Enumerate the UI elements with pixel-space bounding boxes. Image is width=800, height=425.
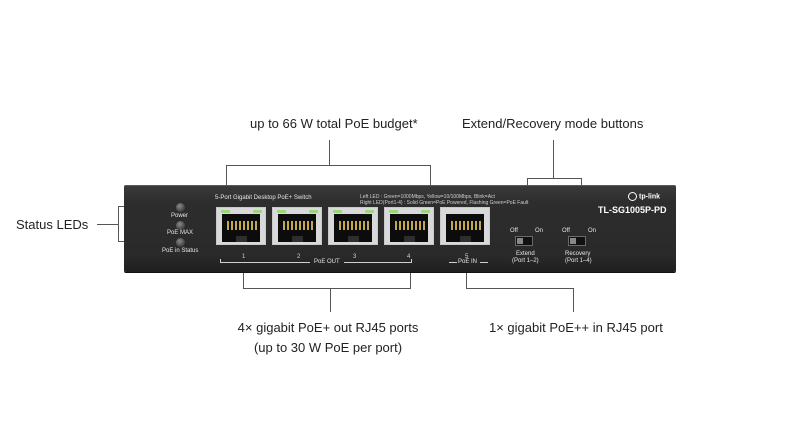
poe-out-port-4[interactable]: [384, 207, 434, 245]
recovery-off-label: Off: [562, 228, 570, 234]
status-leds-leader: [97, 224, 118, 225]
poe-out-bracket-right: [410, 270, 411, 288]
port-number: 1: [242, 254, 246, 260]
status-leds-callout: Status LEDs: [16, 217, 89, 232]
poe-out-callout: 4× gigabit PoE+ out RJ45 ports (up to 30…: [218, 320, 438, 355]
footnote-mark-icon: ◦: [643, 118, 646, 125]
poe-in-underline-right: [480, 262, 488, 263]
poe-budget-bracket-right: [430, 165, 431, 185]
rj45-socket-icon: [446, 214, 484, 242]
power-led-icon: [176, 203, 185, 212]
tp-link-logo: tp-link: [628, 192, 660, 201]
poe-budget-callout: up to 66 W total PoE budget*: [250, 116, 418, 131]
poe-out-port-1[interactable]: [216, 207, 266, 245]
poe-out-bracket-left: [243, 270, 244, 288]
poe-in-port-5[interactable]: [440, 207, 490, 245]
poe-max-led-icon: [176, 221, 185, 230]
mode-buttons-leader: [553, 140, 554, 178]
poe-out-tick-right: [411, 259, 412, 263]
poe-out-leader: [330, 288, 331, 312]
poe-out-port-3[interactable]: [328, 207, 378, 245]
extend-label: Extend: [516, 251, 535, 257]
recovery-mode-switch[interactable]: [568, 236, 586, 246]
poe-in-bracket-left: [466, 270, 467, 288]
led-legend-line1: Left LED : Green=1000Mbps, Yellow=10/100…: [360, 194, 495, 200]
poe-out-port-2[interactable]: [272, 207, 322, 245]
extend-on-label: On: [535, 228, 544, 234]
recovery-on-label: On: [588, 228, 597, 234]
port-number: 3: [353, 254, 357, 260]
poe-in-status-led-label: PoE in Status: [162, 248, 199, 254]
poe-out-callout-line1: 4× gigabit PoE+ out RJ45 ports: [237, 320, 419, 335]
port-number: 5: [465, 254, 469, 260]
poe-budget-leader: [329, 140, 330, 165]
tp-link-logo-icon: [628, 192, 637, 201]
power-led-label: Power: [171, 213, 189, 219]
poe-out-callout-line2: (up to 30 W PoE per port): [253, 340, 403, 355]
poe-out-bracket: [243, 288, 411, 289]
poe-in-leader: [573, 288, 574, 312]
poe-budget-bracket: [226, 165, 431, 166]
port-2-right-led-icon: [309, 210, 318, 213]
switch-body: 5-Port Gigabit Desktop PoE+ Switch Left …: [124, 185, 676, 272]
recovery-ports-label: (Port 1–4): [565, 258, 592, 264]
port-1-left-led-icon: [221, 210, 230, 213]
mode-buttons-callout-text: Extend/Recovery mode buttons: [462, 116, 644, 131]
port-1-right-led-icon: [253, 210, 262, 213]
poe-in-label: PoE IN: [458, 259, 478, 265]
recovery-label: Recovery: [565, 251, 591, 257]
port-number: 4: [407, 254, 411, 260]
poe-in-callout: 1× gigabit PoE++ in RJ45 port: [489, 320, 663, 335]
status-leds-bracket: [118, 206, 119, 242]
rj45-socket-icon: [278, 214, 316, 242]
extend-off-label: Off: [510, 228, 518, 234]
port-3-right-led-icon: [365, 210, 374, 213]
poe-in-bracket: [466, 288, 573, 289]
extend-ports-label: (Port 1–2): [512, 258, 539, 264]
poe-max-led-label: PoE MAX: [167, 230, 194, 236]
led-legend-line2: Right LED(Port1-4) : Solid Green=PoE Pow…: [360, 200, 529, 206]
rj45-socket-icon: [222, 214, 260, 242]
mode-buttons-callout: Extend/Recovery mode buttons◦: [462, 116, 645, 131]
poe-in-status-led-icon: [176, 238, 185, 247]
tp-link-logo-text: tp-link: [639, 193, 660, 201]
model-name: TL-SG1005P-PD: [598, 205, 667, 215]
recovery-switch-knob: [570, 238, 576, 244]
port-2-left-led-icon: [277, 210, 286, 213]
port-number: 2: [297, 254, 301, 260]
port-4-right-led-icon: [421, 210, 430, 213]
poe-out-underline-right: [344, 262, 412, 263]
poe-in-underline-left: [449, 262, 457, 263]
poe-out-label: PoE OUT: [314, 259, 340, 265]
poe-budget-bracket-left: [226, 165, 227, 185]
port-4-left-led-icon: [389, 210, 398, 213]
poe-out-underline-left: [220, 262, 310, 263]
poe-out-tick-left: [220, 259, 221, 263]
port-3-left-led-icon: [333, 210, 342, 213]
rj45-socket-icon: [334, 214, 372, 242]
extend-mode-switch[interactable]: [515, 236, 533, 246]
extend-switch-knob: [517, 238, 523, 244]
rj45-socket-icon: [390, 214, 428, 242]
mode-buttons-bracket: [527, 178, 581, 179]
device-subtitle: 5-Port Gigabit Desktop PoE+ Switch: [215, 195, 312, 201]
